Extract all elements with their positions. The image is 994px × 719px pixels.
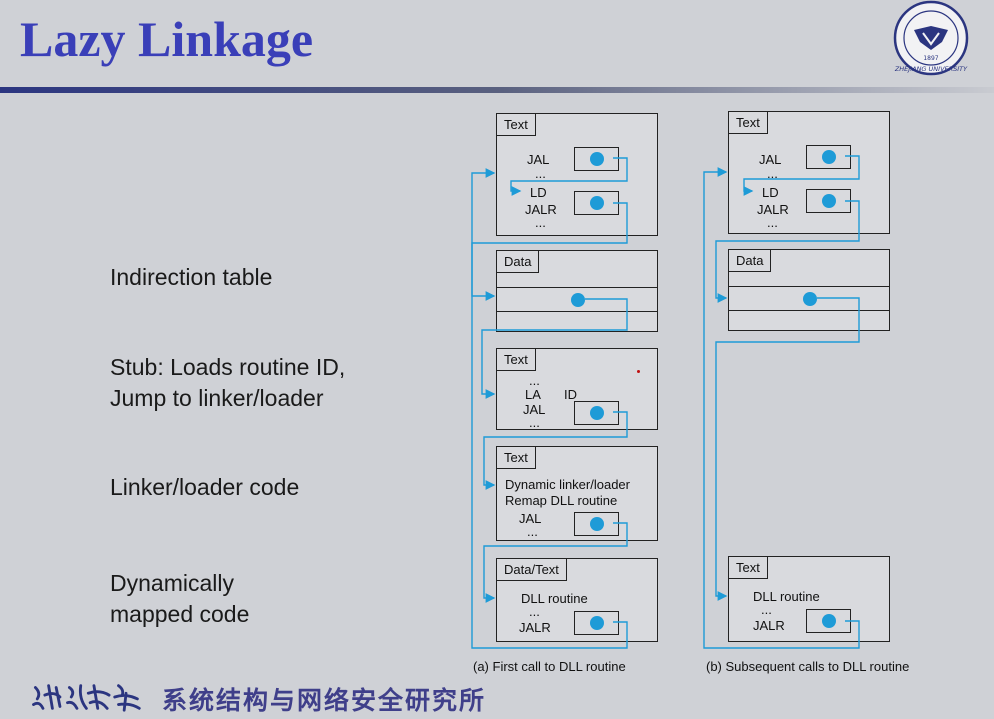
a-dll-box: Data/Text DLL routine ... JALR — [496, 558, 658, 642]
b-text-slot1 — [806, 145, 851, 169]
b-text-box: Text JAL ... LD JALR ... — [728, 111, 890, 234]
caption-b: (b) Subsequent calls to DLL routine — [706, 659, 910, 674]
label-linker-loader-code: Linker/loader code — [110, 474, 300, 500]
a-dll-tag: Data/Text — [497, 559, 567, 581]
b-dll-box: Text DLL routine ... JALR — [728, 556, 890, 642]
b-pointer-dot — [822, 150, 836, 164]
university-logo: 1897 ZHEJIANG UNIVERSITY — [893, 0, 969, 76]
a-data-box: Data — [496, 250, 658, 332]
a-dll-slot — [574, 611, 619, 635]
a-linker-line1: Dynamic linker/loader — [505, 477, 630, 492]
a-stub-la: LA — [525, 387, 541, 402]
a-pointer-dot — [590, 196, 604, 210]
b-dll-tag: Text — [729, 557, 768, 579]
a-text-slot1 — [574, 147, 619, 171]
b-pointer-dot — [822, 194, 836, 208]
a-pointer-dot — [590, 517, 604, 531]
label-stub-line1: Stub: Loads routine ID, — [110, 354, 346, 380]
a-data-tag: Data — [497, 251, 540, 273]
a-dll-ellipsis: ... — [529, 604, 540, 619]
a-linker-line2: Remap DLL routine — [505, 493, 618, 508]
a-stub-slot — [574, 401, 619, 425]
a-stub-ellipsis1: ... — [529, 373, 540, 388]
a-pointer-dot — [590, 152, 604, 166]
caption-a: (a) First call to DLL routine — [473, 659, 626, 674]
a-pointer-dot — [590, 406, 604, 420]
a-text-box: Text JAL ... LD JALR ... — [496, 113, 658, 236]
a-text-ld: LD — [530, 185, 547, 200]
a-stub-tag: Text — [497, 349, 536, 371]
laser-pointer-dot — [637, 370, 640, 373]
a-linker-slot — [574, 512, 619, 536]
a-linker-box: Text Dynamic linker/loader Remap DLL rou… — [496, 446, 658, 541]
a-text-tag: Text — [497, 114, 536, 136]
a-data-row-bottom — [497, 311, 657, 312]
b-text-jalr: JALR — [757, 202, 789, 217]
b-text-ellipsis1: ... — [767, 166, 778, 181]
a-data-row-top — [497, 287, 657, 288]
a-stub-jal: JAL — [523, 402, 546, 417]
a-stub-id: ID — [564, 387, 577, 402]
university-calligraphy-signature — [32, 684, 141, 712]
b-pointer-dot — [822, 614, 836, 628]
label-dynamically: Dynamically — [110, 570, 234, 596]
a-stub-ellipsis2: ... — [529, 415, 540, 430]
b-dll-jalr: JALR — [753, 618, 785, 633]
b-data-row-top — [729, 286, 889, 287]
a-text-jalr: JALR — [525, 202, 557, 217]
b-dll-routine: DLL routine — [753, 589, 820, 604]
a-stub-box: Text ... LA ID JAL ... — [496, 348, 658, 430]
slide-title: Lazy Linkage — [20, 11, 314, 67]
a-pointer-dot — [590, 616, 604, 630]
a-dll-routine: DLL routine — [521, 591, 588, 606]
b-pointer-dot — [803, 292, 817, 306]
a-dll-jalr: JALR — [519, 620, 551, 635]
a-pointer-dot — [571, 293, 585, 307]
title-rule — [0, 87, 994, 93]
label-stub-line2: Jump to linker/loader — [110, 385, 324, 411]
a-text-ellipsis2: ... — [535, 215, 546, 230]
a-linker-tag: Text — [497, 447, 536, 469]
a-text-ellipsis1: ... — [535, 166, 546, 181]
b-data-box: Data — [728, 249, 890, 331]
a-linker-ellipsis: ... — [527, 524, 538, 539]
label-indirection-table: Indirection table — [110, 264, 273, 290]
b-data-tag: Data — [729, 250, 772, 272]
b-text-ld: LD — [762, 185, 779, 200]
footer-institute-name: 系统结构与网络安全研究所 — [162, 686, 487, 715]
svg-text:ZHEJIANG UNIVERSITY: ZHEJIANG UNIVERSITY — [894, 65, 968, 73]
a-text-jal: JAL — [527, 152, 550, 167]
b-dll-ellipsis: ... — [761, 602, 772, 617]
svg-text:1897: 1897 — [923, 55, 938, 62]
b-data-row-bottom — [729, 310, 889, 311]
b-text-jal: JAL — [759, 152, 782, 167]
a-linker-jal: JAL — [519, 511, 542, 526]
b-text-ellipsis2: ... — [767, 215, 778, 230]
b-text-tag: Text — [729, 112, 768, 134]
label-mapped-code: mapped code — [110, 601, 250, 627]
